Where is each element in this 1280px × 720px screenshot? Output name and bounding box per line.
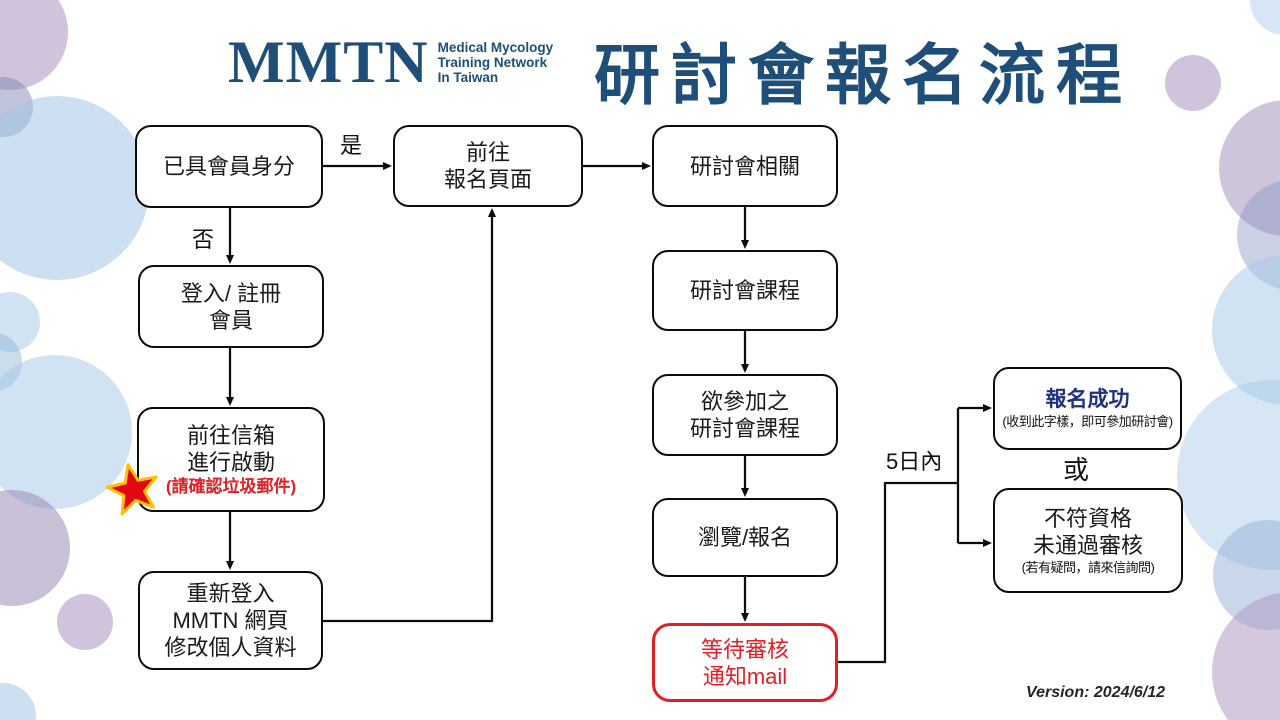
- mmtn-logo-text: MMTN: [228, 29, 429, 95]
- node-text: 前往: [465, 140, 510, 165]
- node-text: 未通過審核: [1032, 533, 1143, 558]
- tagline-line: In Taiwan: [437, 70, 499, 85]
- branch-label-within-5-days: 5日內: [886, 449, 943, 474]
- flow-node-member-check: 已具會員身分: [135, 125, 323, 208]
- node-text: 研討會課程: [689, 416, 800, 441]
- mmtn-logo-tagline: Medical Mycology Training Network In Tai…: [438, 40, 554, 85]
- decor-circle: [0, 355, 132, 509]
- decor-circle: [57, 594, 113, 650]
- node-text: 研討會課程: [689, 278, 800, 303]
- decor-circle: [0, 96, 149, 280]
- node-text: MMTN 網頁: [172, 608, 289, 633]
- branch-label-no: 否: [192, 227, 215, 252]
- node-text: 欲參加之: [700, 389, 789, 414]
- mmtn-logo: MMTN Medical Mycology Training Network I…: [228, 29, 554, 95]
- flow-node-activate-mailbox: 前往信箱 進行啟動 (請確認垃圾郵件): [137, 407, 325, 512]
- flow-node-desired-course: 欲參加之 研討會課程: [652, 374, 838, 456]
- node-text: 報名成功: [1045, 388, 1130, 411]
- version-label: Version: 2024/6/12: [1026, 684, 1166, 701]
- node-text: 登入/ 註冊: [180, 280, 282, 306]
- tagline-line: Training Network: [437, 55, 548, 70]
- tagline-line: Medical Mycology: [437, 40, 554, 55]
- flow-node-relogin-update: 重新登入 MMTN 網頁 修改個人資料: [138, 571, 323, 670]
- branch-label-or: 或: [1063, 455, 1090, 485]
- node-text: 瀏覽/報名: [697, 525, 793, 550]
- node-text: 通知mail: [702, 663, 788, 689]
- flow-node-seminar-related: 研討會相關: [652, 125, 838, 207]
- flow-node-goto-registration-page: 前往 報名頁面: [393, 125, 583, 207]
- node-subtext: (若有疑問，請來信詢問): [1021, 560, 1155, 575]
- node-text: 研討會相關: [689, 153, 800, 179]
- decor-circle: [1165, 55, 1221, 111]
- node-text: 等待審核: [700, 636, 789, 662]
- flow-node-wait-review: 等待審核 通知mail: [652, 623, 838, 702]
- node-text: 重新登入: [186, 581, 275, 606]
- node-text: 已具會員身分: [162, 154, 295, 179]
- star-icon: [101, 457, 165, 519]
- flow-node-success: 報名成功 (收到此字樣，即可參加研討會): [993, 367, 1182, 450]
- node-text: 報名頁面: [443, 167, 532, 192]
- node-text: 修改個人資料: [164, 635, 297, 660]
- node-text: 前往信箱: [186, 422, 275, 448]
- node-text: 不符資格: [1043, 506, 1132, 531]
- flow-node-browse-register: 瀏覽/報名: [652, 498, 838, 577]
- node-subtext: (收到此字樣，即可參加研討會): [1002, 414, 1173, 429]
- flow-node-seminar-courses: 研討會課程: [652, 250, 838, 331]
- node-warning-text: (請確認垃圾郵件): [165, 476, 297, 496]
- flow-node-login-register: 登入/ 註冊 會員: [138, 265, 324, 348]
- flow-node-rejected: 不符資格 未通過審核 (若有疑問，請來信詢問): [993, 488, 1183, 593]
- node-text: 會員: [208, 307, 253, 333]
- node-text: 進行啟動: [186, 449, 275, 475]
- page-title: 研討會報名流程: [594, 38, 1133, 112]
- branch-label-yes: 是: [340, 133, 363, 158]
